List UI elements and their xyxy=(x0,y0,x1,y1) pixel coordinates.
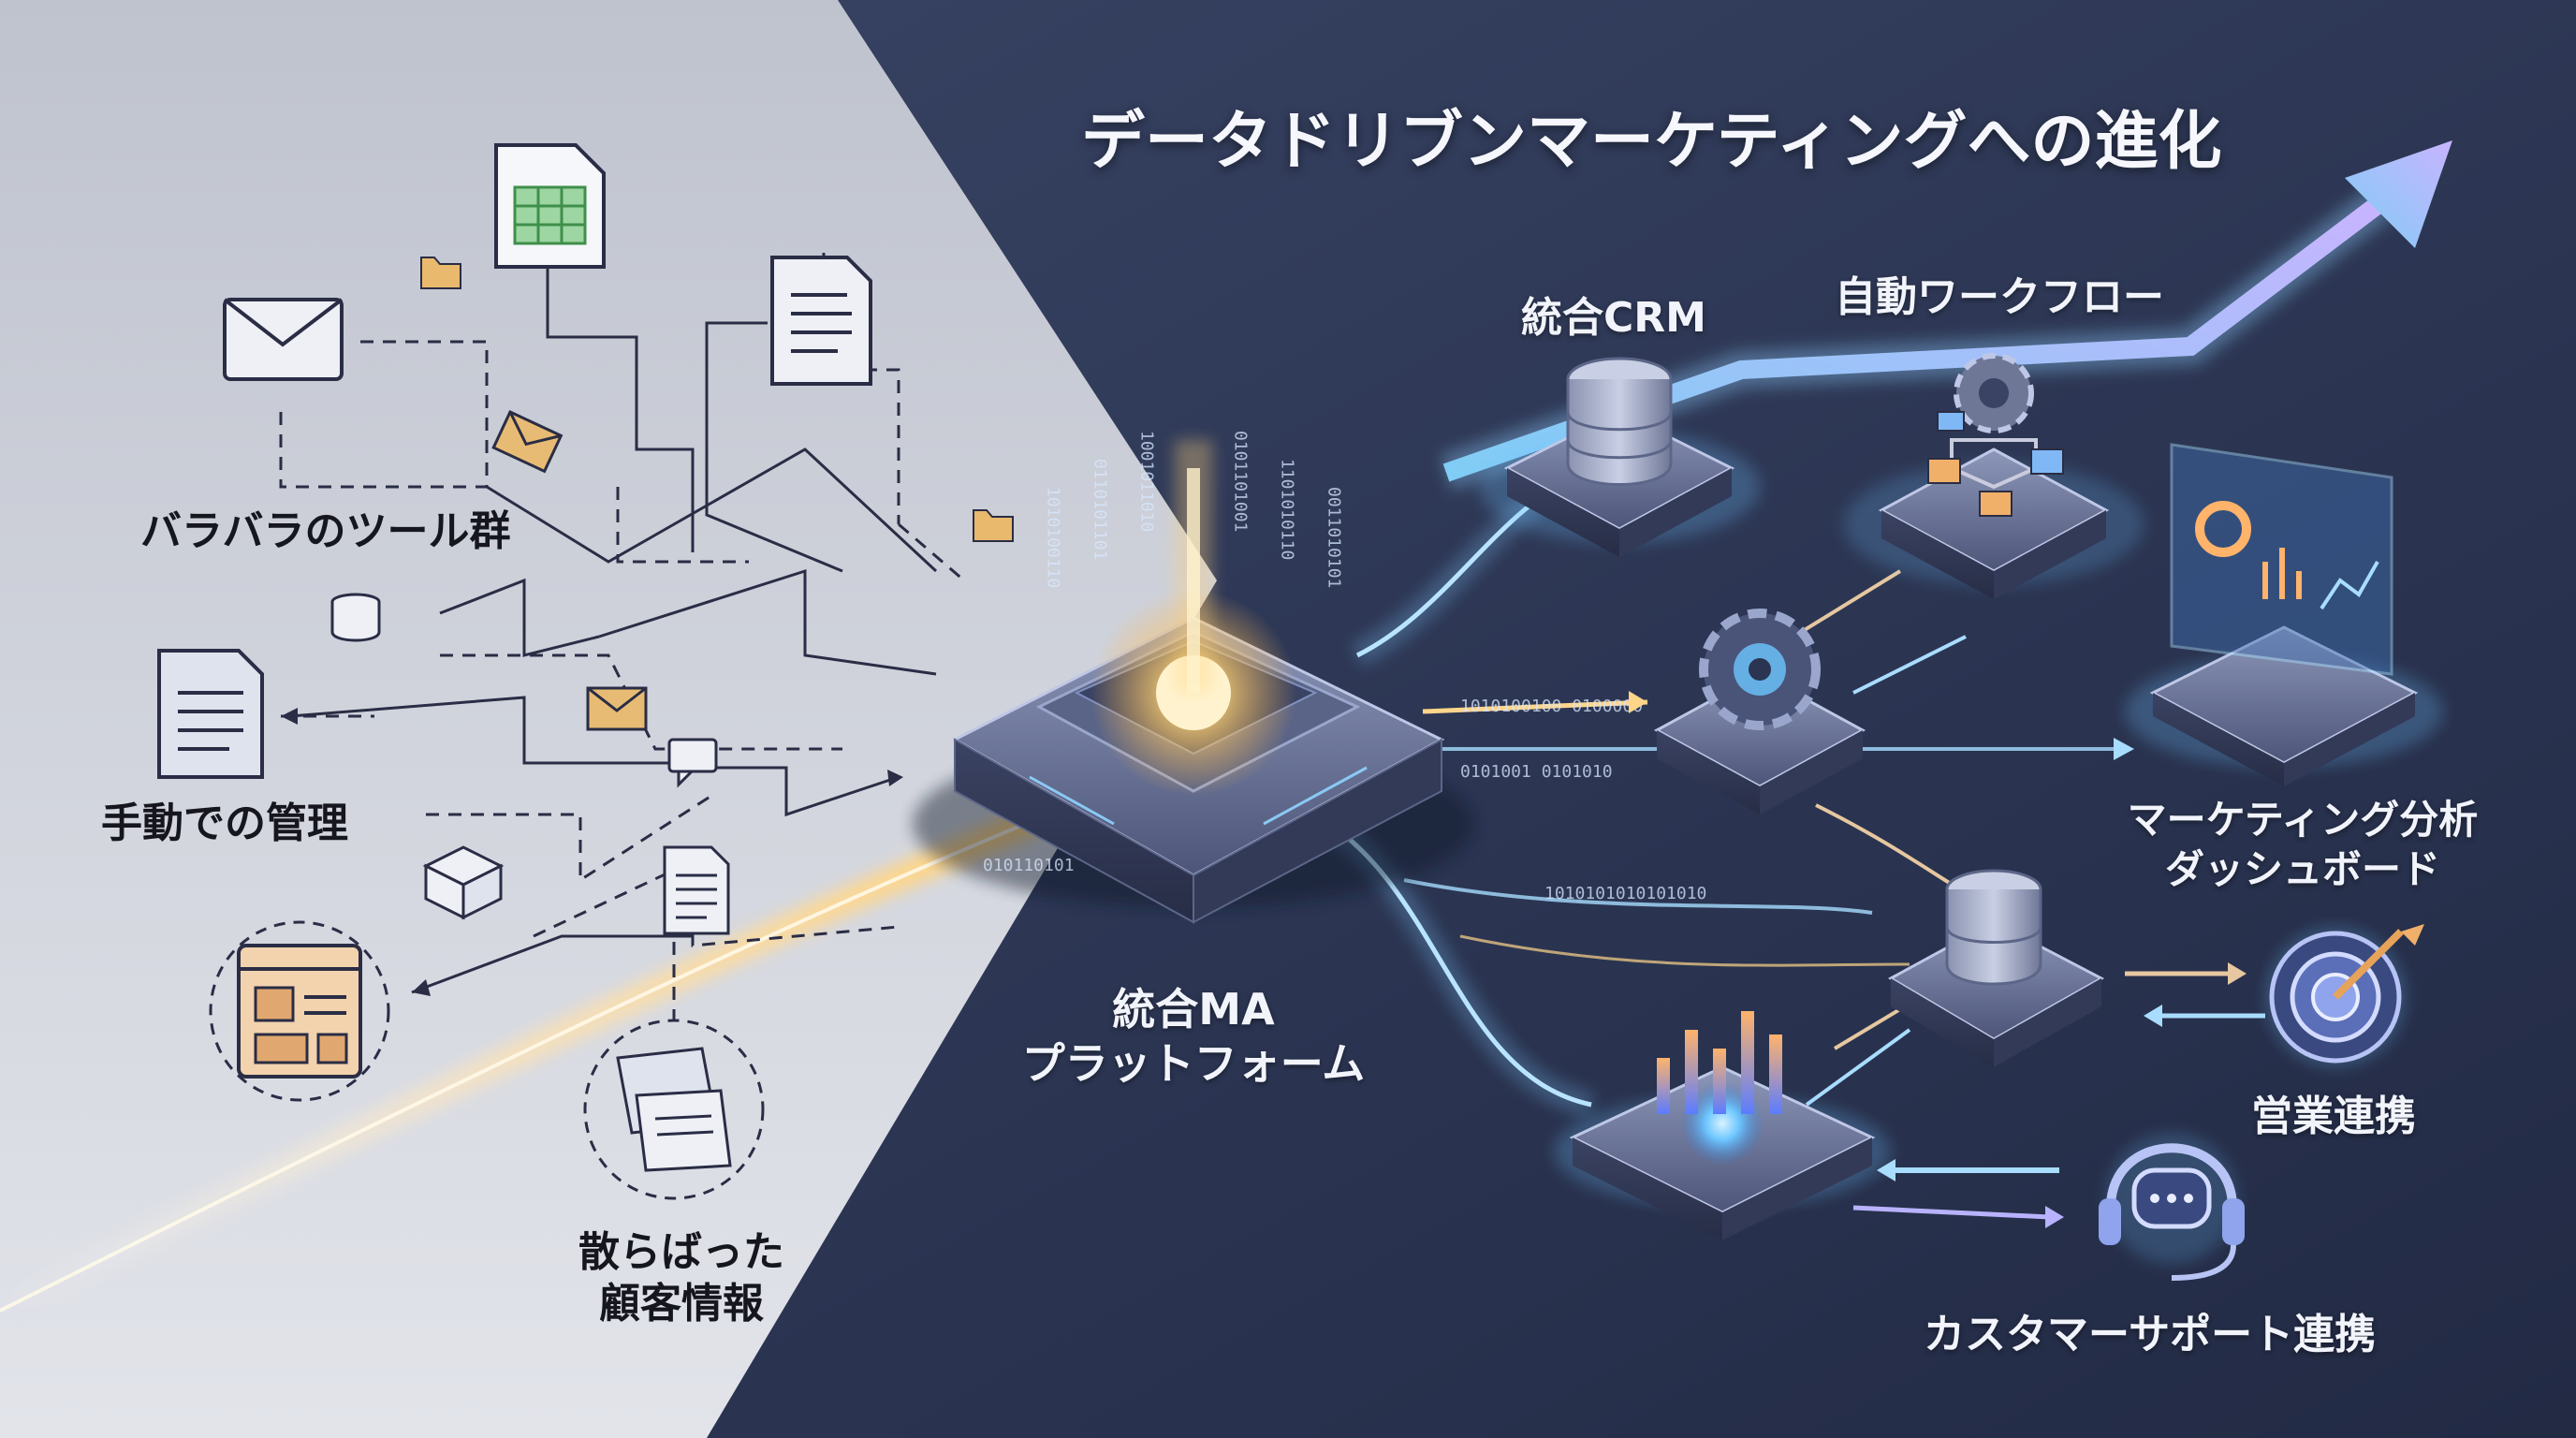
label-scattered-line1: 散らばった xyxy=(578,1228,784,1276)
target-icon xyxy=(2265,924,2424,1067)
chat-bubble-icon xyxy=(667,738,718,788)
workflow-node xyxy=(1844,353,2144,599)
headset-icon xyxy=(2099,1133,2245,1281)
label-workflow: 自動ワークフロー xyxy=(1835,273,2164,321)
svg-text:0011010101: 0011010101 xyxy=(1325,487,1344,588)
svg-text:1010100100 0100000: 1010100100 0100000 xyxy=(1460,697,1643,716)
database-icon xyxy=(330,593,381,642)
svg-text:0101101001: 0101101001 xyxy=(1231,431,1251,532)
label-analytics: マーケティング分析 ダッシュボード xyxy=(2106,796,2499,894)
svg-text:1001011010: 1001011010 xyxy=(1137,431,1157,532)
spreadsheet-icon xyxy=(494,143,606,269)
mail-icon xyxy=(491,410,564,474)
label-support: カスタマーサポート連携 xyxy=(1924,1311,2377,1358)
label-platform-line2: プラットフォーム xyxy=(1021,1037,1366,1089)
svg-text:0110101101: 0110101101 xyxy=(1090,459,1110,560)
svg-text:010110101: 010110101 xyxy=(983,856,1075,875)
document-icon xyxy=(663,845,730,935)
document-icon xyxy=(157,649,264,779)
svg-text:0101001 0101010: 0101001 0101010 xyxy=(1460,762,1613,782)
box-icon xyxy=(422,845,505,920)
document-icon xyxy=(770,256,872,386)
svg-text:1101010110: 1101010110 xyxy=(1278,459,1297,560)
light-beam-core xyxy=(0,813,1049,1313)
mail-icon xyxy=(586,686,648,731)
svg-text:1010101010101010: 1010101010101010 xyxy=(1544,884,1706,903)
bar-chart-node xyxy=(1554,1011,1891,1240)
label-analytics-line1: マーケティング分析 xyxy=(2127,797,2479,843)
label-scattered: 散らばった 顧客情報 xyxy=(560,1226,803,1329)
analytics-dashboard-node xyxy=(2125,443,2443,786)
label-crm: 統合CRM xyxy=(1521,294,1706,342)
label-manual: 手動での管理 xyxy=(101,800,348,847)
label-tools: バラバラのツール群 xyxy=(140,507,511,555)
folder-icon xyxy=(973,509,1014,542)
browser-window-icon xyxy=(209,920,390,1102)
core-glow xyxy=(1090,440,1296,796)
scattered-papers-icon xyxy=(583,1019,765,1200)
database-node xyxy=(1887,869,2105,1067)
envelope-icon xyxy=(223,298,344,381)
label-platform-line1: 統合MA xyxy=(1112,984,1275,1034)
label-scattered-line2: 顧客情報 xyxy=(599,1280,764,1328)
binary-columns: 1010100110 0110101101 1001011010 0101101… xyxy=(983,431,1706,903)
label-sales: 営業連携 xyxy=(2251,1093,2416,1140)
label-analytics-line2: ダッシュボード xyxy=(2164,845,2440,892)
page-title: データドリブンマーケティングへの進化 xyxy=(1081,105,2222,179)
tool-network-arrowheads xyxy=(281,708,903,996)
folder-icon xyxy=(420,257,461,289)
crm-node xyxy=(1479,357,1760,557)
flow-arrowheads xyxy=(1629,691,2247,1228)
gear-node xyxy=(1653,609,1866,814)
label-platform: 統合MA プラットフォーム xyxy=(973,983,1413,1091)
svg-text:1010100110: 1010100110 xyxy=(1044,487,1063,588)
